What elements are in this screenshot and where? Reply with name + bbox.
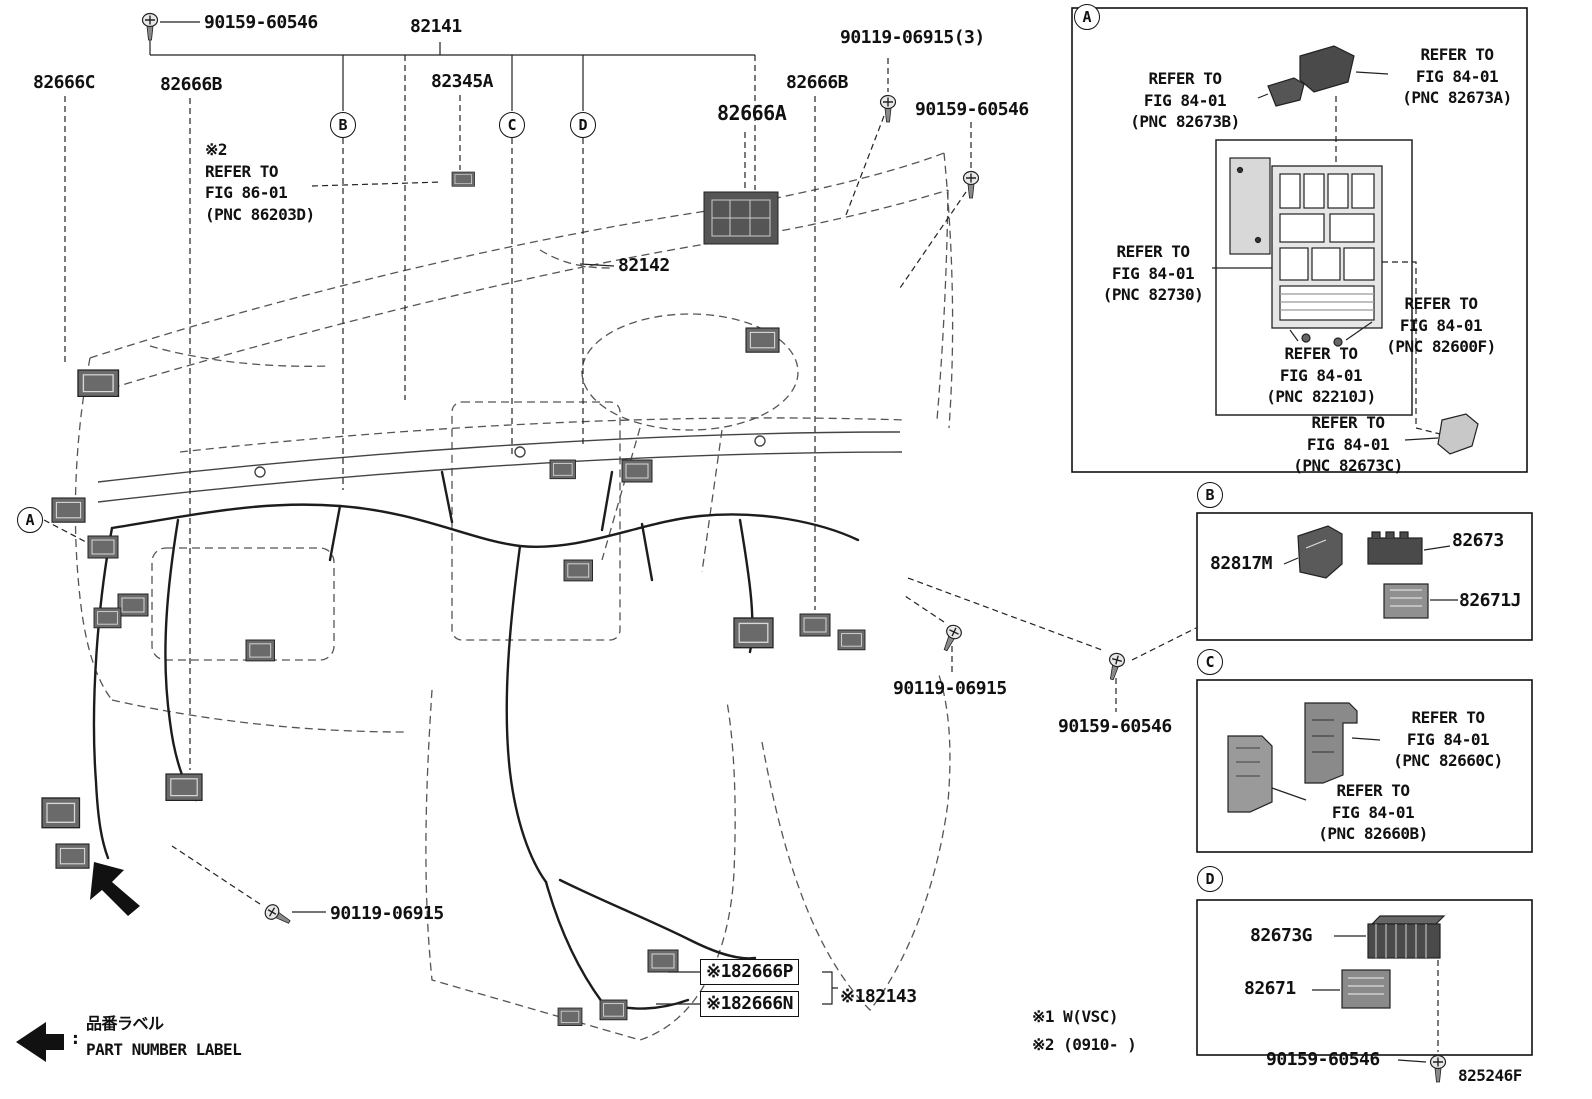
cross-car-beam <box>97 431 903 503</box>
legend-colon: : <box>70 1028 81 1049</box>
part-label-90159-60546-top-right: 90159-60546 <box>915 99 1029 120</box>
panel-d-marker: D <box>1197 866 1223 892</box>
bolt-icon <box>261 901 294 930</box>
part-label-82666N: ※182666N <box>700 991 799 1018</box>
panel-b-art <box>1283 525 1458 619</box>
panel-d-art <box>1312 915 1446 1063</box>
panel-a-art <box>1212 45 1479 455</box>
drawing-code: 825246F <box>1458 1066 1522 1085</box>
bolt-icon <box>938 622 965 654</box>
screw-icon <box>141 12 159 41</box>
screw-icon <box>1103 651 1127 682</box>
ref-82660B: REFER TO FIG 84-01 (PNC 82660B) <box>1318 781 1428 844</box>
leader-lines <box>43 21 1197 1005</box>
footnote-1: ※1 W(VSC) <box>1032 1007 1118 1026</box>
panel-a-marker: A <box>1074 4 1100 30</box>
part-label-82671: 82671 <box>1244 978 1296 999</box>
ref-82673B: REFER TO FIG 84-01 (PNC 82673B) <box>1130 69 1240 132</box>
section-marker-d: D <box>570 112 596 138</box>
panel-b-marker: B <box>1197 482 1223 508</box>
part-label-90119-06915-right: 90119-06915 <box>893 678 1007 699</box>
part-label-82142: 82142 <box>618 255 670 276</box>
ref-82673C: REFER TO FIG 84-01 (PNC 82673C) <box>1293 413 1403 476</box>
part-label-90159-60546-mid: 90159-60546 <box>1058 716 1172 737</box>
pointer-arrow-icon <box>90 862 140 916</box>
panel-c-art <box>1227 702 1381 813</box>
part-label-82666P: ※182666P <box>700 959 799 986</box>
panel-boxes <box>1071 7 1533 1056</box>
ref-82210J: REFER TO FIG 84-01 (PNC 82210J) <box>1266 344 1376 407</box>
connectors <box>41 171 866 1026</box>
part-label-82671J: 82671J <box>1459 590 1522 611</box>
part-label-82141: 82141 <box>410 16 462 37</box>
part-label-90159-60546-bottom-right: 90159-60546 <box>1266 1049 1380 1070</box>
wiring-harness <box>92 470 860 1010</box>
part-label-82345A: 82345A <box>431 71 494 92</box>
section-marker-c: C <box>499 112 525 138</box>
part-label-82666B-left: 82666B <box>160 74 223 95</box>
part-label-82666C: 82666C <box>33 72 96 93</box>
part-label-90159-60546-top-left: 90159-60546 <box>204 12 318 33</box>
ref-82730: REFER TO FIG 84-01 (PNC 82730) <box>1102 242 1204 305</box>
legend-label-jp: 品番ラベル <box>86 1014 164 1033</box>
panel-c-marker: C <box>1197 649 1223 675</box>
screw-icon <box>962 170 980 199</box>
footnote-2: ※2 (0910- ) <box>1032 1035 1137 1054</box>
part-label-82666B-right: 82666B <box>786 72 849 93</box>
part-label-82666A: 82666A <box>717 101 787 125</box>
legend-arrow-icon <box>16 1022 64 1062</box>
screw-icon <box>1429 1054 1447 1083</box>
part-label-90119-06915-x3: 90119-06915(3) <box>840 27 985 48</box>
part-label-82673G: 82673G <box>1250 925 1313 946</box>
part-label-82817M: 82817M <box>1210 553 1273 574</box>
ref-82660C: REFER TO FIG 84-01 (PNC 82660C) <box>1393 708 1503 771</box>
ref-82600F: REFER TO FIG 84-01 (PNC 82600F) <box>1386 294 1496 357</box>
legend-label-en: PART NUMBER LABEL <box>86 1040 242 1059</box>
section-marker-b: B <box>330 112 356 138</box>
part-label-82143: ※182143 <box>840 986 917 1007</box>
ref-82673A: REFER TO FIG 84-01 (PNC 82673A) <box>1402 45 1512 108</box>
part-label-82673: 82673 <box>1452 530 1504 551</box>
dashboard-outline <box>74 152 954 1041</box>
part-label-90119-06915-bottom: 90119-06915 <box>330 903 444 924</box>
note-refer-fig-86-01: ※2 REFER TO FIG 86-01 (PNC 86203D) <box>205 140 315 224</box>
section-marker-a: A <box>17 507 43 533</box>
